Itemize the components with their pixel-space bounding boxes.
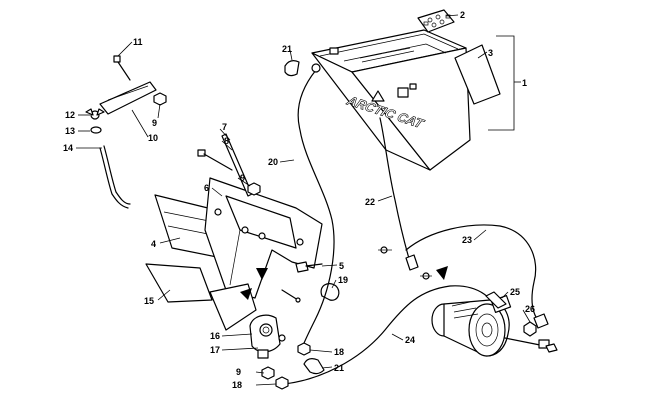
callout-4: 4 bbox=[151, 239, 156, 249]
wing-nut bbox=[85, 108, 105, 120]
bolt-lower bbox=[281, 289, 299, 301]
terminal-hardware-kit bbox=[417, 9, 455, 33]
callout-7: 7 bbox=[222, 122, 227, 132]
callout-18-mid: 18 bbox=[334, 347, 344, 357]
hold-down-rod bbox=[103, 145, 131, 205]
callout-9-mid: 9 bbox=[240, 173, 245, 183]
battery-pad bbox=[145, 263, 213, 303]
starter-nut bbox=[523, 321, 537, 337]
bolt-7 bbox=[197, 149, 233, 171]
cable-end-lug bbox=[545, 343, 558, 353]
callout-18-low: 18 bbox=[232, 380, 242, 390]
callout-5: 5 bbox=[339, 261, 344, 271]
callout-1: 1 bbox=[522, 78, 527, 88]
callout-9-low: 9 bbox=[236, 367, 241, 377]
bolt-11 bbox=[113, 55, 131, 81]
callout-10: 10 bbox=[148, 133, 158, 143]
callout-2: 2 bbox=[460, 10, 465, 20]
callout-11: 11 bbox=[133, 37, 143, 47]
callout-24: 24 bbox=[405, 335, 415, 345]
nut-18-mid bbox=[297, 342, 311, 356]
mounting-bracket bbox=[204, 177, 323, 299]
callout-26: 26 bbox=[525, 304, 535, 314]
terminal-boot-low bbox=[303, 358, 325, 375]
callout-6: 6 bbox=[204, 183, 209, 193]
starter-terminal-cap bbox=[485, 291, 507, 309]
callouts: 1 2 3 4 5 6 7 8 9 9 9 10 11 12 13 14 15 … bbox=[63, 10, 535, 390]
callout-23: 23 bbox=[462, 235, 472, 245]
starter-cable bbox=[283, 285, 501, 385]
nut-9-low bbox=[261, 366, 275, 380]
callout-9-top: 9 bbox=[152, 118, 157, 128]
callout-3: 3 bbox=[488, 48, 493, 58]
nut-18-low bbox=[275, 376, 289, 390]
arrow-indicator-icon bbox=[436, 266, 448, 280]
battery-label bbox=[454, 44, 501, 105]
battery: ARCTIC CAT bbox=[311, 29, 471, 171]
ground-cable bbox=[405, 224, 541, 323]
callout-17: 17 bbox=[210, 345, 220, 355]
callout-16: 16 bbox=[210, 331, 220, 341]
arrow-indicator-icon bbox=[256, 268, 268, 280]
callout-25: 25 bbox=[510, 287, 520, 297]
terminal-boot-top bbox=[284, 60, 300, 77]
arctic-cat-logo-icon bbox=[371, 90, 385, 102]
callout-21-low: 21 bbox=[334, 363, 344, 373]
nut-9-mid bbox=[247, 182, 261, 196]
callout-19: 19 bbox=[338, 275, 348, 285]
callout-22: 22 bbox=[365, 197, 375, 207]
callout-12: 12 bbox=[65, 110, 75, 120]
arrow-indicator-icon bbox=[240, 288, 252, 300]
callout-20: 20 bbox=[268, 157, 278, 167]
callout-8: 8 bbox=[224, 136, 229, 146]
negative-cable bbox=[379, 117, 411, 263]
callout-13: 13 bbox=[65, 126, 75, 136]
callout-15: 15 bbox=[144, 296, 154, 306]
callout-21-top: 21 bbox=[282, 44, 292, 54]
bracket-strap bbox=[99, 81, 157, 115]
starter-motor bbox=[431, 291, 550, 357]
screw-5 bbox=[295, 261, 323, 273]
cable-clip bbox=[320, 283, 340, 301]
starter-solenoid bbox=[249, 314, 286, 359]
positive-cable bbox=[297, 69, 335, 349]
leader-lines bbox=[76, 14, 531, 386]
nut-9-top bbox=[153, 92, 167, 106]
washer bbox=[90, 126, 102, 134]
callout-14: 14 bbox=[63, 143, 73, 153]
